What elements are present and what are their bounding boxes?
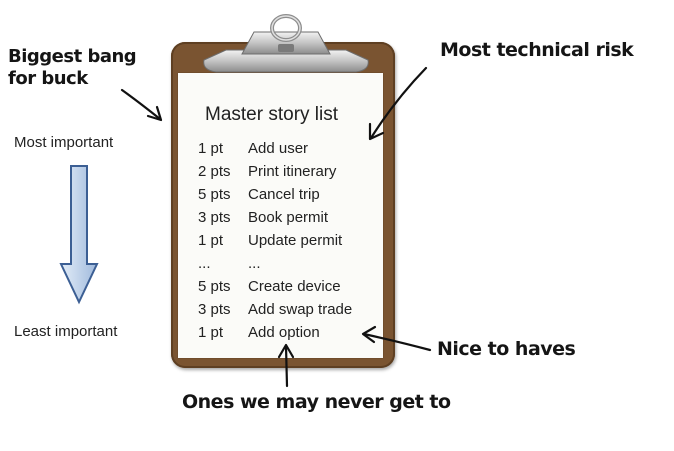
story-points: 1 pt [198,324,224,341]
story-row: 1 pt Add option [198,324,378,346]
story-row: 3 pts Book permit [198,209,378,231]
arrowhead-never-get-to [277,343,295,359]
arrow-never-get-to [284,344,289,388]
biggest-bang-label-line2: for buck [8,68,88,89]
story-points: 2 pts [198,163,231,180]
story-name: Print itinerary [248,163,337,180]
arrowhead-nice-to-haves [361,325,377,344]
story-list-title: Master story list [205,104,339,125]
story-points: 3 pts [198,301,231,318]
least-important-label: Least important [14,323,118,340]
story-name: Add swap trade [248,301,353,318]
story-row: 2 pts Print itinerary [198,163,378,185]
story-name: Update permit [248,232,343,249]
story-name: Create device [248,278,341,295]
story-name: Cancel trip [248,186,320,203]
story-name: Add user [248,140,309,157]
story-row: 3 pts Add swap trade [198,301,378,323]
arrow-nice-to-haves [362,332,432,352]
arrowhead-technical-risk [368,122,385,141]
story-name: Book permit [248,209,329,226]
story-row: 5 pts Create device [198,278,378,300]
story-row: 1 pt Update permit [198,232,378,254]
arrowhead-biggest-bang [146,105,163,122]
arrow-technical-risk [369,66,428,140]
clipboard-paper [178,73,383,358]
story-points: 5 pts [198,186,231,203]
story-row: ... ... [198,255,378,277]
story-row: 5 pts Cancel trip [198,186,378,208]
priority-down-arrow [59,165,99,305]
clipboard-clip-icon [203,14,369,73]
story-points: 1 pt [198,140,224,157]
story-points: 3 pts [198,209,231,226]
biggest-bang-label-line1: Biggest bang [8,46,137,67]
story-points: 5 pts [198,278,231,295]
story-name: ... [248,255,261,272]
story-name: Add option [248,324,320,341]
most-important-label: Most important [14,134,114,151]
never-get-to-label: Ones we may never get to [182,391,451,413]
most-technical-risk-label: Most technical risk [440,39,634,61]
nice-to-haves-label: Nice to haves [437,338,576,360]
arrow-biggest-bang [120,88,162,121]
story-row: 1 pt Add user [198,140,378,162]
story-points: ... [198,255,211,272]
story-points: 1 pt [198,232,224,249]
